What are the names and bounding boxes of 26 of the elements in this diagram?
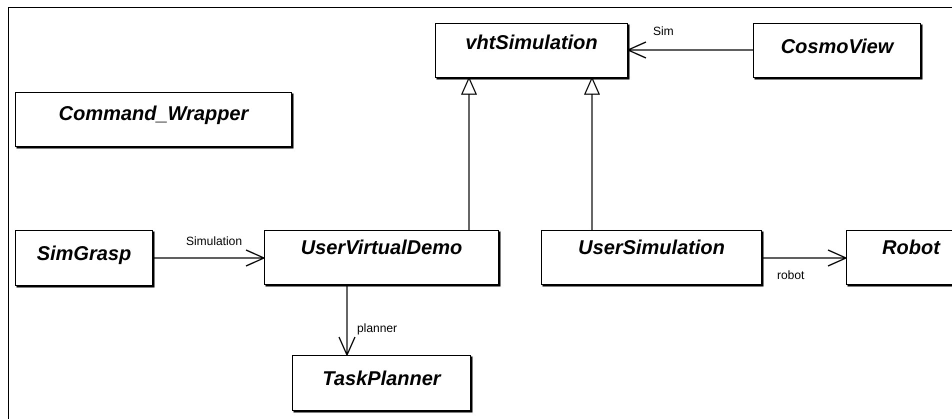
edge-label: Sim bbox=[652, 24, 675, 38]
association-arrow bbox=[153, 249, 265, 267]
class-name: UserSimulation bbox=[578, 237, 725, 260]
class-box bbox=[292, 355, 471, 411]
class-name: CosmoView bbox=[780, 36, 894, 59]
class-box bbox=[15, 230, 153, 286]
class-name: SimGrasp bbox=[36, 243, 132, 266]
association-arrow bbox=[338, 285, 356, 356]
class-box bbox=[541, 230, 762, 285]
class-box bbox=[753, 23, 921, 78]
class-box bbox=[15, 92, 292, 147]
class-name: Robot bbox=[882, 237, 940, 260]
class-box bbox=[264, 230, 499, 285]
edge-label: planner bbox=[356, 321, 398, 335]
generalization-arrow bbox=[461, 77, 477, 230]
class-name: vhtSimulation bbox=[465, 32, 598, 55]
class-name: TaskPlanner bbox=[322, 368, 441, 391]
class-box bbox=[846, 230, 952, 285]
edge-label: robot bbox=[776, 268, 806, 282]
edge-label: Simulation bbox=[185, 234, 244, 248]
class-name: UserVirtualDemo bbox=[300, 237, 462, 260]
class-box bbox=[435, 23, 628, 78]
association-arrow bbox=[627, 41, 753, 59]
class-name: Command_Wrapper bbox=[58, 103, 248, 126]
association-arrow bbox=[762, 249, 847, 267]
generalization-arrow bbox=[584, 77, 600, 230]
